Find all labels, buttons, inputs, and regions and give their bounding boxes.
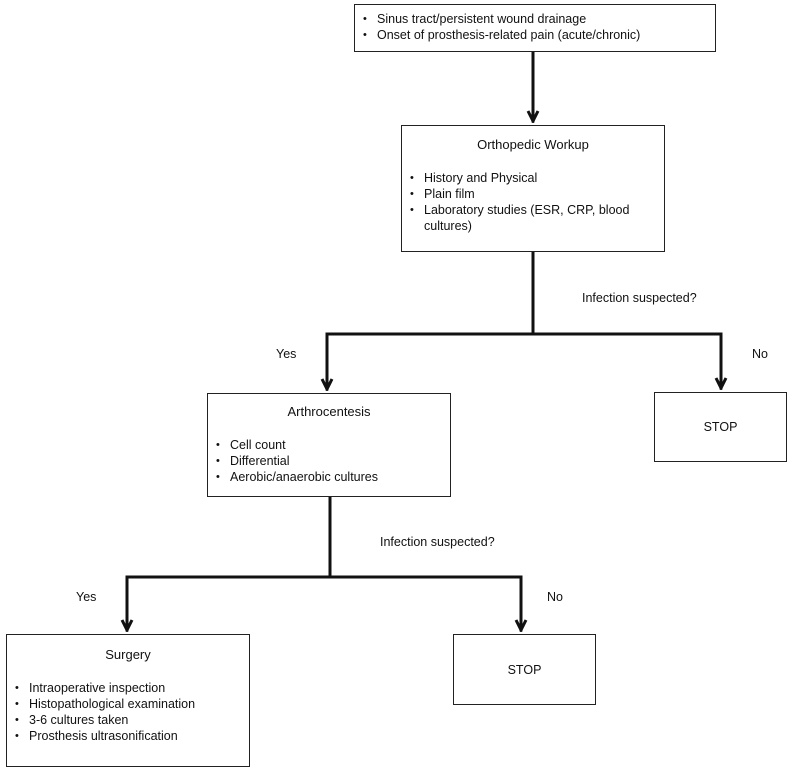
start-item: Sinus tract/persistent wound drainage [355, 11, 715, 27]
stop-label-1: STOP [703, 420, 738, 434]
arthrocentesis-item: Cell count [208, 437, 450, 453]
start-list: Sinus tract/persistent wound drainage On… [355, 11, 715, 43]
decision1-yes-label: Yes [276, 347, 297, 361]
decision2-no-label: No [547, 590, 563, 604]
workup-list: History and Physical Plain film Laborato… [402, 170, 664, 234]
arthrocentesis-item: Differential [208, 453, 450, 469]
workup-item: Laboratory studies (ESR, CRP, blood cult… [402, 202, 656, 234]
arthrocentesis-title: Arthrocentesis [287, 404, 371, 419]
arthrocentesis-list: Cell count Differential Aerobic/anaerobi… [208, 437, 450, 485]
workup-title: Orthopedic Workup [477, 137, 589, 152]
decision1-no-label: No [752, 347, 768, 361]
stop-label-2: STOP [507, 662, 542, 677]
decision2-yes-label: Yes [76, 590, 97, 604]
decision1-question: Infection suspected? [582, 291, 697, 305]
surgery-item: Prosthesis ultrasonification [7, 728, 249, 744]
workup-item: Plain film [402, 186, 656, 202]
surgery-item: Intraoperative inspection [7, 680, 249, 696]
workup-box: Orthopedic Workup History and Physical P… [401, 125, 665, 252]
surgery-item: Histopathological examination [7, 696, 249, 712]
stop-box-1: STOP [654, 392, 787, 462]
surgery-item: 3-6 cultures taken [7, 712, 249, 728]
stop-box-2: STOP [453, 634, 596, 705]
workup-item: History and Physical [402, 170, 656, 186]
arthrocentesis-item: Aerobic/anaerobic cultures [208, 469, 450, 485]
surgery-title: Surgery [105, 647, 151, 662]
start-item: Onset of prosthesis-related pain (acute/… [355, 27, 715, 43]
surgery-list: Intraoperative inspection Histopathologi… [7, 680, 249, 744]
arthrocentesis-box: Arthrocentesis Cell count Differential A… [207, 393, 451, 497]
decision2-question: Infection suspected? [380, 535, 495, 549]
surgery-box: Surgery Intraoperative inspection Histop… [6, 634, 250, 767]
start-box: Sinus tract/persistent wound drainage On… [354, 4, 716, 52]
